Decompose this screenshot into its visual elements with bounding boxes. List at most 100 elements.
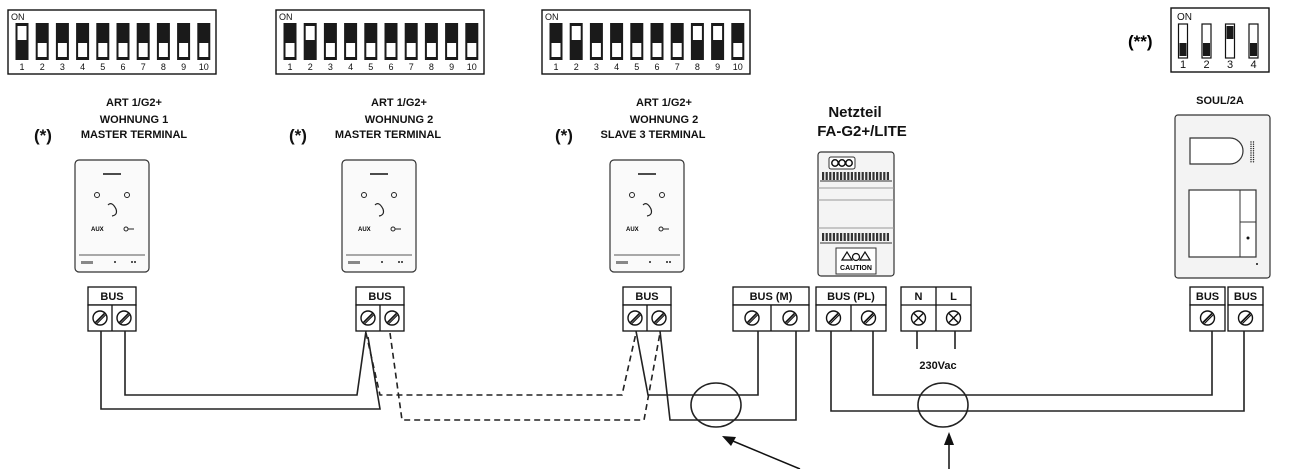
dip-number: 2	[574, 62, 579, 72]
dip-switch-lever	[283, 23, 297, 60]
dip-switch-lever	[323, 23, 337, 60]
call-icon	[361, 192, 367, 198]
dip-switch-lever	[177, 23, 191, 60]
dip-number: 9	[449, 62, 454, 72]
call-icon	[629, 192, 635, 198]
dip-switch-lever	[610, 23, 624, 60]
aux-label: AUX	[358, 227, 371, 233]
arrow-1	[722, 436, 801, 469]
dip-number: 3	[60, 62, 65, 72]
terminal-1-dwelling: WOHNUNG 1	[100, 114, 168, 126]
mains-terminal-label: L	[950, 291, 957, 303]
terminal-1-model: ART 1/G2+	[106, 97, 162, 109]
dip-number: 2	[308, 62, 313, 72]
arrow-2	[944, 432, 954, 469]
dip-number: 1	[553, 62, 558, 72]
dip-switch-lever	[465, 23, 479, 60]
power-supply-unit: CAUTION	[817, 151, 895, 277]
dip-switch-lever	[1224, 23, 1236, 59]
terminal-block-label: BUS	[1196, 291, 1219, 303]
dip-switch-lever	[549, 23, 563, 60]
dip-number: 10	[733, 62, 743, 72]
dip-switch-lever	[303, 23, 317, 60]
wire-terminal1-b	[124, 330, 367, 396]
mains-terminal-label: N	[915, 291, 923, 303]
terminal-3-role: SLAVE 3 TERMINAL	[601, 129, 706, 141]
dip-number: 1	[287, 62, 292, 72]
door-panel-note-marker: (**)	[1128, 32, 1153, 51]
power-supply: Netzteil FA-G2+/LITE CAUTION BUS (M) BUS…	[732, 104, 972, 372]
wire-terminal3-a	[635, 330, 759, 396]
caution-label: CAUTION	[840, 265, 872, 272]
dip-number: 6	[120, 62, 125, 72]
dip-number: 10	[467, 62, 477, 72]
handset-icon	[374, 203, 385, 217]
dip-switch-lever	[1248, 23, 1259, 59]
door-panel-bus-block-1: BUS	[1189, 286, 1226, 332]
dip-number: 9	[715, 62, 720, 72]
user-icon	[124, 192, 130, 198]
wire-dashed-link-a	[365, 332, 637, 396]
dip-number: 6	[388, 62, 393, 72]
dip-switch-lever	[116, 23, 130, 60]
dip-switch-lever	[76, 23, 90, 60]
dip-number: 3	[328, 62, 333, 72]
dip-number: 4	[614, 62, 619, 72]
dip-switch-lever	[569, 23, 583, 60]
terminal-2-model: ART 1/G2+	[371, 97, 427, 109]
monitor-terminal-3: AUX	[609, 159, 685, 273]
dip-number: 8	[161, 62, 166, 72]
dip-switch-lever	[364, 23, 378, 60]
dip-on-label: ON	[11, 12, 25, 22]
terminal-1-note-marker: (*)	[34, 126, 52, 145]
dip-switch-lever	[55, 23, 69, 60]
aux-label: AUX	[626, 227, 639, 233]
call-icon	[94, 192, 100, 198]
wire-dashed-link-b	[389, 332, 661, 421]
dip-number: 7	[409, 62, 414, 72]
handset-icon	[107, 203, 118, 217]
door-panel-title: SOUL/2A	[1196, 95, 1244, 107]
wire-door-panel-a	[830, 331, 1245, 412]
terminal-1-role: MASTER TERMINAL	[81, 129, 188, 141]
power-supply-model: FA-G2+/LITE	[817, 123, 907, 140]
pair-marker-2	[917, 382, 969, 428]
dip-switch-lever	[35, 23, 49, 60]
dip-number: 7	[675, 62, 680, 72]
dip-switch-lever	[197, 23, 211, 60]
dip-switch-lever	[344, 23, 358, 60]
dip-number: 3	[1227, 59, 1233, 71]
bus-pl-block: BUS (PL)	[815, 286, 887, 332]
terminal-block-label: BUS	[1234, 291, 1257, 303]
terminal-3-dwelling: WOHNUNG 2	[630, 114, 698, 126]
dip-switch-lever	[404, 23, 418, 60]
dip-number: 3	[594, 62, 599, 72]
dip-number: 8	[695, 62, 700, 72]
user-icon	[391, 192, 397, 198]
terminal-block-label: BUS (PL)	[827, 291, 875, 303]
bus-block-terminal-2: BUS	[355, 286, 405, 332]
dip-switch-lever	[1177, 23, 1189, 59]
dip-number: 2	[40, 62, 45, 72]
terminal-3-model: ART 1/G2+	[636, 97, 692, 109]
bus-m-block: BUS (M)	[732, 286, 810, 332]
dip-switch-lever	[424, 23, 438, 60]
dip-number: 7	[141, 62, 146, 72]
terminal-2-dwelling: WOHNUNG 2	[365, 114, 433, 126]
aux-label: AUX	[91, 227, 104, 233]
handset-icon	[642, 203, 653, 217]
dip-number: 4	[348, 62, 353, 72]
monitor-terminal-2: AUX	[341, 159, 417, 273]
dip-number: 9	[181, 62, 186, 72]
dip-number: 5	[368, 62, 373, 72]
dip-switch-lever	[1201, 23, 1212, 59]
terminal-block-label: BUS	[635, 291, 658, 303]
wire-door-panel-b	[872, 331, 1213, 396]
power-supply-title: Netzteil	[828, 104, 881, 121]
